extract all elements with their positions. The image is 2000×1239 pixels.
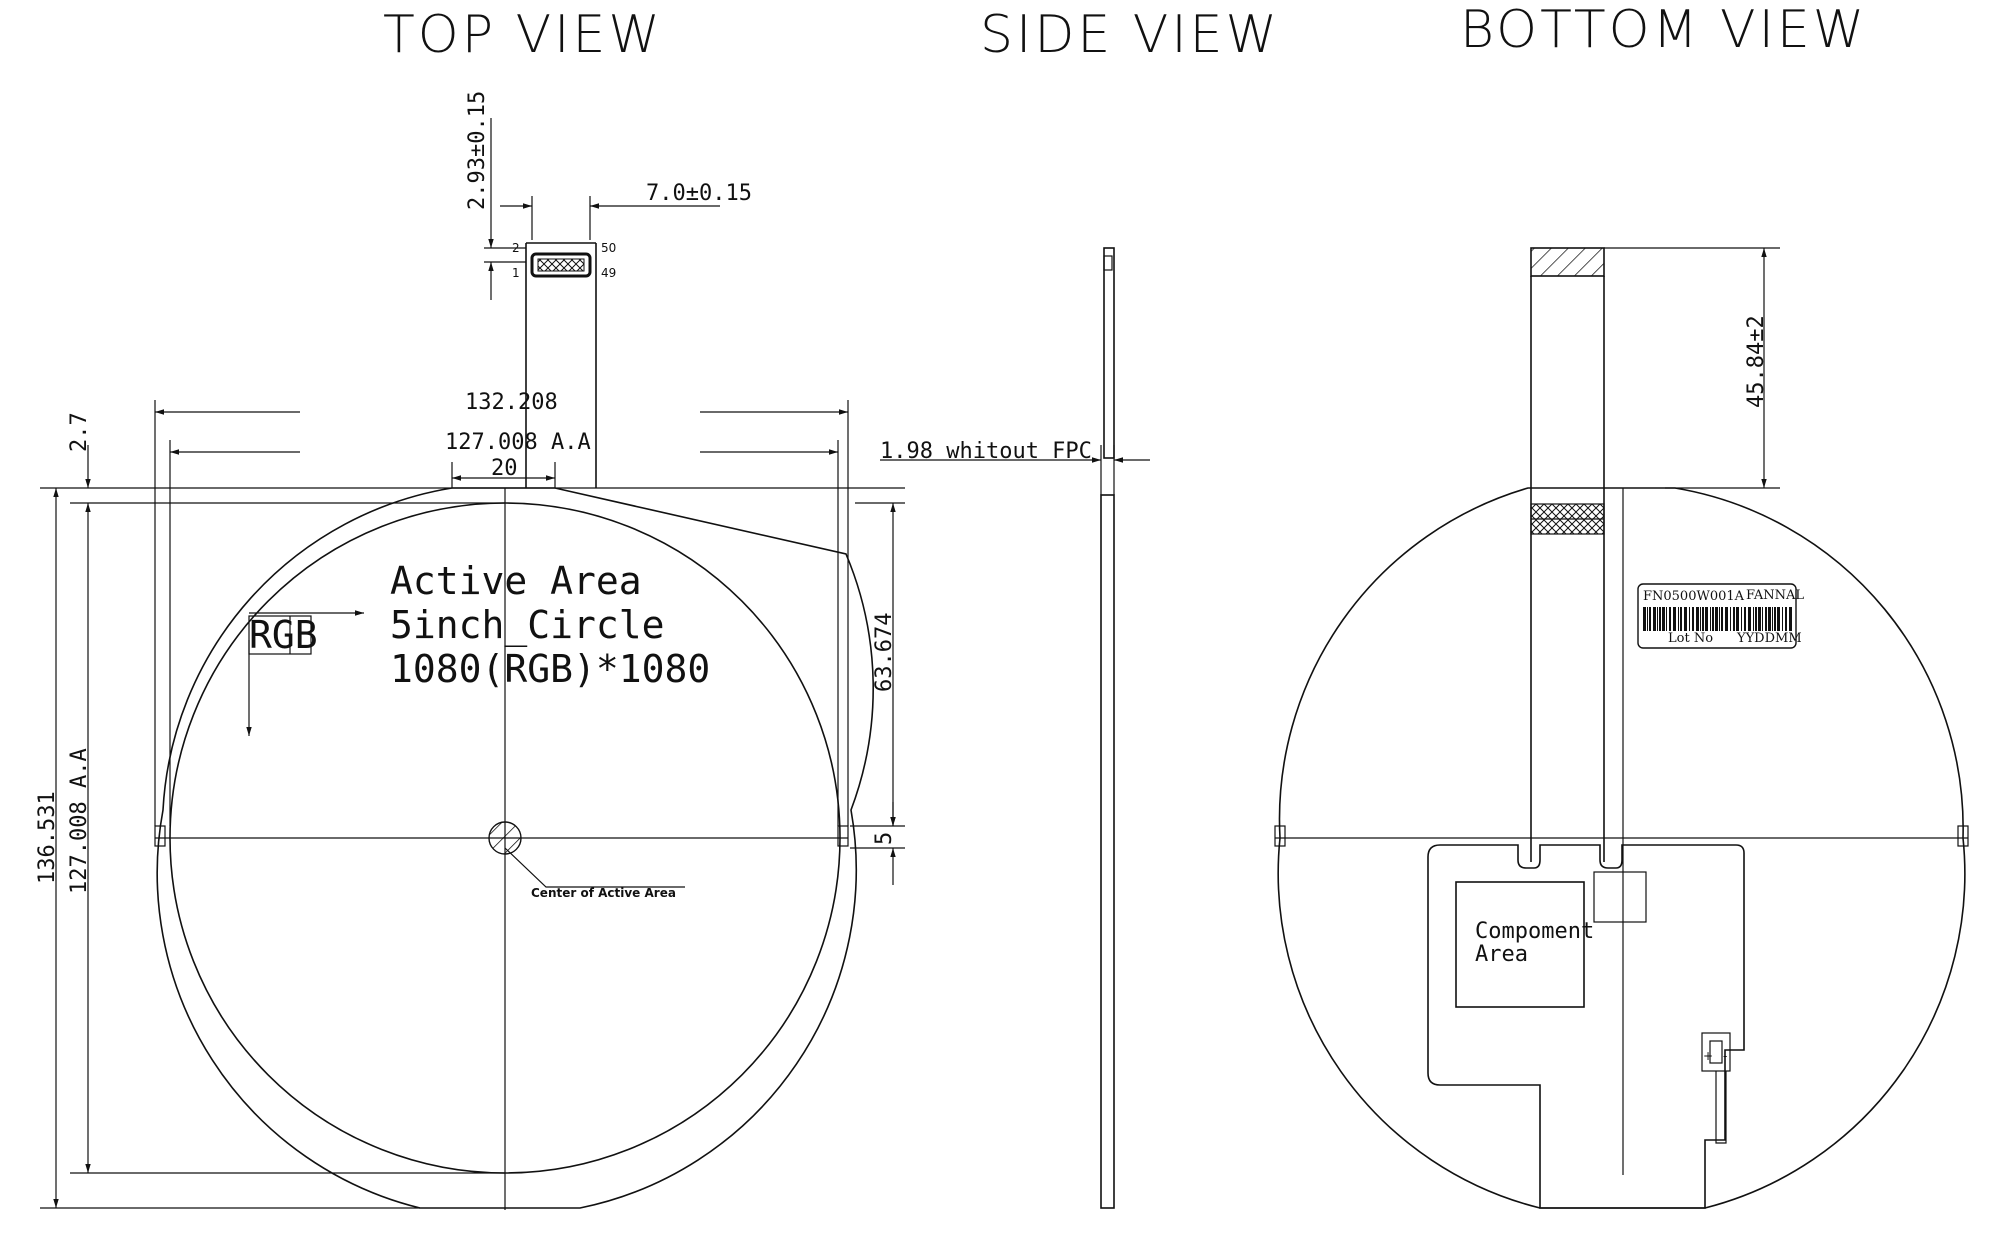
barcode-lot: Lot No [1668, 631, 1713, 646]
barcode-bar [1662, 607, 1665, 631]
barcode-part-no: FN0500W001A [1643, 589, 1745, 604]
barcode-bar [1692, 607, 1694, 631]
pin-49-label: 49 [601, 266, 616, 280]
barcode-bars [1643, 607, 1792, 631]
barcode-date: YYDDMM [1736, 631, 1802, 646]
barcode-bar [1657, 607, 1658, 631]
fpc-length-dimension: 45.84±2 [1744, 315, 1769, 408]
barcode-bar [1705, 607, 1708, 631]
center-offset-dimension: 5 [872, 832, 897, 845]
barcode-bar [1678, 607, 1679, 631]
barcode-bar [1772, 607, 1773, 631]
small-component [1593, 871, 1647, 923]
pin-50-label: 50 [601, 241, 616, 255]
barcode-bar [1689, 607, 1690, 631]
barcode-bar [1659, 607, 1661, 631]
barcode-bar [1673, 607, 1676, 631]
barcode-bar [1777, 607, 1780, 631]
barcode-bar [1715, 607, 1718, 631]
barcode-bar [1669, 607, 1671, 631]
barcode-bar [1782, 607, 1783, 631]
barcode-bar [1785, 607, 1787, 631]
aa-height-dimension: 127.008 A.A [67, 748, 92, 894]
barcode-bar [1710, 607, 1711, 631]
active-area-label: Active Area [390, 559, 642, 603]
flat-width-dimension: 20 [491, 456, 518, 481]
top-view: 2 1 50 49 2.93±0.15 7.0±0.15 132.208 127… [35, 91, 905, 1210]
barcode-bar [1680, 607, 1682, 631]
center-of-active-area-label: Center of Active Area [531, 886, 676, 900]
side-connector [1103, 255, 1113, 271]
barcode-bar [1712, 607, 1714, 631]
barcode-bar [1730, 607, 1731, 631]
barcode-bar [1666, 607, 1667, 631]
connector-width-dimension: 7.0±0.15 [646, 181, 752, 206]
component-area-label-1: Compoment [1475, 919, 1594, 944]
barcode-bar [1736, 607, 1739, 631]
barcode-bar [1758, 607, 1761, 631]
outline-height-dimension: 136.531 [35, 791, 60, 884]
barcode-bar [1744, 607, 1746, 631]
barcode-brand: FANNAL [1746, 588, 1804, 603]
bottom-view: Compoment Area + - FN0500W001A FANNAL Lo… [1274, 247, 1969, 1209]
barcode-bar [1774, 607, 1776, 631]
component-area-label-2: Area [1475, 942, 1528, 967]
fpc-connector [530, 252, 592, 278]
barcode-bar [1684, 607, 1687, 631]
connector-height-dimension: 2.93±0.15 [465, 91, 490, 210]
barcode-bar [1733, 607, 1735, 631]
right-tab [837, 825, 849, 847]
top-view-outline [156, 487, 874, 1209]
center-mark [488, 821, 522, 855]
circle-size-label: 5inch_Circle [390, 603, 665, 648]
component-region-outline [1427, 844, 1745, 1209]
barcode-bar [1700, 607, 1701, 631]
svg-text:+: + [1703, 1049, 1713, 1063]
component-area-box [1455, 881, 1585, 1008]
side-panel-upper [1103, 247, 1115, 459]
bottom-view-title: BOTTOM VIEW [1460, 0, 1867, 60]
barcode-bar [1653, 607, 1656, 631]
rgb-label: RGB [249, 613, 318, 657]
thickness-dimension: 1.98 whitout FPC [880, 439, 1092, 464]
barcode-bar [1762, 607, 1763, 631]
barcode-bar [1768, 607, 1771, 631]
left-tab [154, 825, 166, 847]
top-offset-dimension: 2.7 [67, 412, 92, 452]
barcode-bar [1696, 607, 1699, 631]
barcode-bar [1753, 607, 1754, 631]
side-view-title: SIDE VIEW [980, 5, 1280, 65]
side-view: 1.98 whitout FPC [880, 247, 1150, 1209]
aa-width-dimension: 127.008 A.A [445, 430, 591, 455]
barcode-bar [1755, 607, 1757, 631]
top-view-title: TOP VIEW [383, 5, 663, 65]
outline-width-dimension: 132.208 [465, 390, 558, 415]
pin-1-label: 1 [512, 266, 520, 280]
rgb-box [248, 615, 312, 655]
barcode-bar [1789, 607, 1792, 631]
barcode-label: FN0500W001A FANNAL Lot No YYDDMM [1637, 583, 1804, 649]
half-height-dimension: 63.674 [872, 613, 897, 692]
barcode-bar [1748, 607, 1751, 631]
barcode-bar [1725, 607, 1728, 631]
fpc-stiffener [1530, 247, 1605, 277]
barcode-bar [1765, 607, 1767, 631]
barcode-bar [1721, 607, 1723, 631]
svg-text:-: - [1723, 1049, 1727, 1063]
barcode-bar [1719, 607, 1720, 631]
side-panel-lower [1100, 494, 1115, 1209]
barcode-bar [1647, 607, 1648, 631]
barcode-bar [1649, 607, 1651, 631]
barcode-bar [1643, 607, 1646, 631]
barcode-bar [1702, 607, 1704, 631]
barcode-bar [1741, 607, 1742, 631]
resolution-label: 1080(RGB)*1080 [390, 647, 710, 691]
